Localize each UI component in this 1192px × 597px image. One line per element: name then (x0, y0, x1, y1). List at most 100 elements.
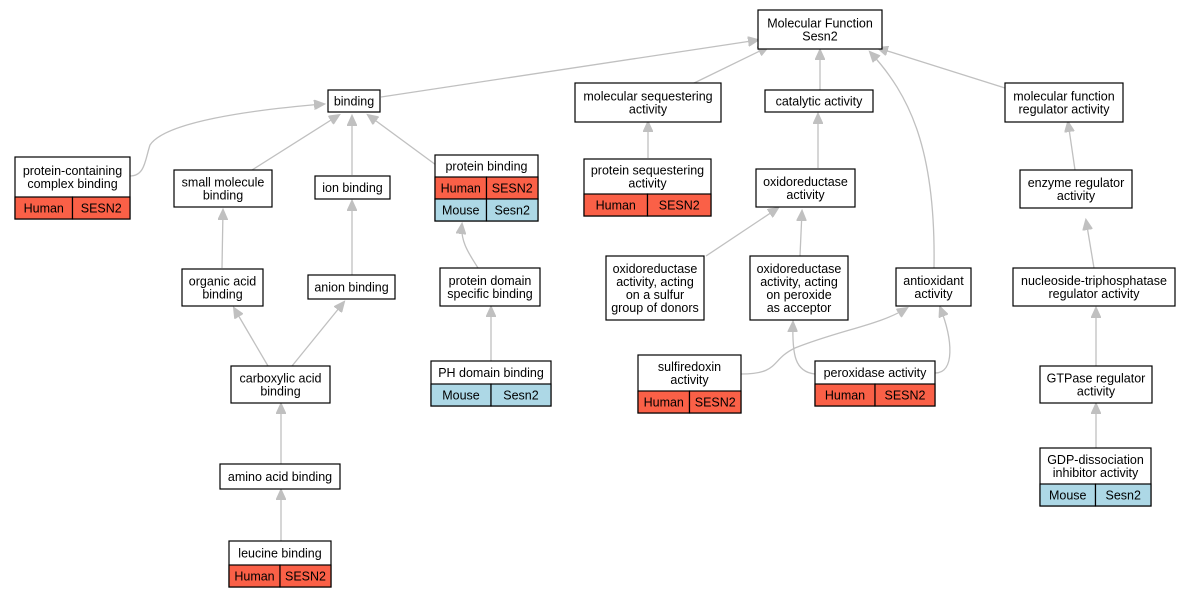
go-term-label: binding (202, 288, 242, 302)
go-term-label: PH domain binding (438, 366, 544, 380)
go-term-label: Sesn2 (802, 30, 837, 44)
go-term-label: molecular sequestering (583, 90, 712, 104)
go-term-label: amino acid binding (228, 470, 332, 484)
go-term-label: regulator activity (1048, 287, 1140, 301)
edge-seq-activity-to-root (689, 47, 768, 86)
go-term-box (314, 175, 391, 200)
go-term-box (1012, 267, 1176, 307)
species-label: Human (234, 570, 274, 584)
edges (129, 40, 1096, 541)
go-term-ion-binding[interactable]: ion binding (314, 175, 391, 200)
go-term-catalytic[interactable]: catalytic activity (764, 89, 874, 113)
go-term-binding[interactable]: binding (327, 89, 381, 113)
go-term-label: oxidoreductase (613, 262, 698, 276)
edge-protein-binding-to-binding (368, 115, 437, 166)
gene-cell (1094, 483, 1152, 507)
edge-antioxidant-to-root (870, 52, 935, 269)
edge-carboxylic-to-anion (291, 302, 344, 367)
go-term-label: small molecule (182, 176, 265, 190)
gene-cell (646, 193, 712, 217)
gene-label: Sesn2 (1106, 489, 1141, 503)
go-term-box (230, 365, 331, 404)
go-term-label: regulator activity (1018, 103, 1110, 117)
edge-binding-to-root (380, 40, 758, 98)
go-term-label: activity (786, 188, 825, 202)
go-term-box (895, 267, 972, 307)
edge-peroxidase-to-oxido-peroxide (793, 322, 816, 375)
go-term-label: anion binding (314, 281, 388, 295)
go-term-label: peroxidase activity (824, 366, 928, 380)
edge-oxido-sulfur-to-oxidoreductase (705, 208, 778, 257)
go-term-label: molecular function (1013, 90, 1114, 104)
go-term-box (1039, 365, 1153, 404)
edge-oxido-peroxide-to-oxidoreductase (800, 211, 802, 257)
edge-carboxylic-to-organic-acid (234, 308, 269, 367)
edge-domain-specific-to-protein-binding (462, 224, 479, 269)
go-term-label: activity (1057, 189, 1096, 203)
species-label: Human (825, 389, 865, 403)
go-term-label: activity (1077, 385, 1116, 399)
go-term-box (574, 82, 722, 123)
gene-cell (688, 390, 742, 414)
species-label: Human (644, 396, 684, 410)
go-term-box (1019, 169, 1133, 209)
go-term-box (749, 255, 849, 321)
go-term-anion[interactable]: anion binding (307, 274, 396, 300)
go-term-label: as acceptor (767, 301, 832, 315)
go-term-box (764, 89, 874, 113)
go-term-label: carboxylic acid (240, 372, 322, 386)
go-term-label: catalytic activity (776, 95, 864, 109)
go-term-label: protein sequestering (591, 164, 704, 178)
go-term-box (755, 168, 856, 208)
edge-ntpase-reg-to-enzyme-reg (1086, 220, 1095, 269)
go-term-label: GTPase regulator (1047, 372, 1146, 386)
gene-cell (71, 196, 131, 220)
go-term-box (1004, 82, 1124, 123)
go-term-label: ion binding (322, 181, 383, 195)
go-term-box (605, 255, 705, 321)
go-term-label: activity, acting (616, 275, 694, 289)
go-term-label: enzyme regulator (1028, 176, 1125, 190)
edge-enzyme-reg-to-mf-regulator (1068, 122, 1076, 171)
go-term-label: complex binding (27, 177, 117, 191)
go-term-label: GDP-dissociation (1047, 453, 1144, 467)
go-term-label: binding (260, 385, 300, 399)
go-term-label: specific binding (447, 287, 533, 301)
species-label: Mouse (1049, 489, 1087, 503)
go-term-label: activity (670, 373, 709, 387)
gene-label: Sesn2 (503, 389, 538, 403)
go-term-amino-acid[interactable]: amino acid binding (219, 463, 341, 490)
go-term-label: on a sulfur (626, 288, 684, 302)
edge-organic-acid-to-small-molecule (222, 210, 223, 269)
go-term-label: organic acid (189, 275, 256, 289)
gene-label: SESN2 (659, 199, 700, 213)
gene-cell (279, 564, 332, 588)
edge-peroxidase-to-antioxidant (934, 307, 951, 374)
go-term-label: nucleoside-triphosphatase (1021, 274, 1167, 288)
gene-cell (490, 383, 552, 407)
edge-sulfiredoxin-to-antioxidant (740, 308, 907, 375)
go-term-label: protein domain (449, 274, 532, 288)
